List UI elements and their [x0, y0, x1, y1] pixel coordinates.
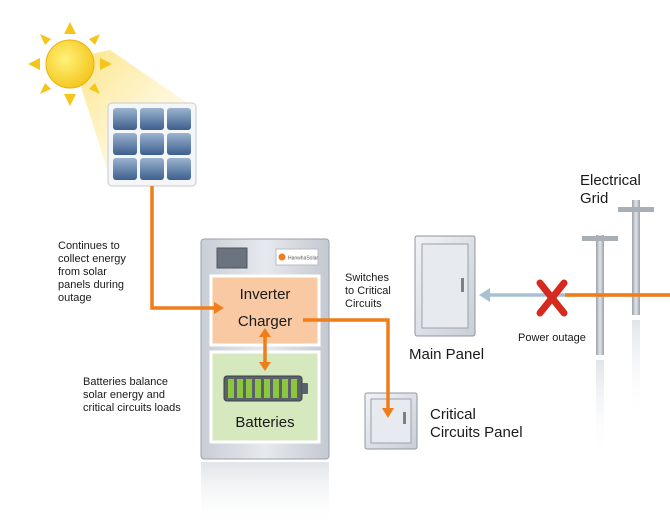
batteries-balance-label: Batteries balance solar energy and criti… — [83, 376, 181, 414]
sun-icon — [28, 22, 112, 106]
switches-label: Switches to Critical Circuits — [345, 272, 391, 310]
solar-to-inverter-arrow — [150, 186, 214, 310]
power-outage-label: Power outage — [518, 332, 586, 344]
brand-logo-icon — [278, 253, 286, 261]
main-panel-icon — [414, 235, 476, 337]
battery-icon — [223, 375, 308, 402]
x-mark-icon — [536, 279, 568, 317]
cabinet-reflection — [201, 462, 329, 528]
charger-label: Charger — [237, 313, 293, 330]
cabinet-display — [216, 247, 248, 269]
brand-badge — [275, 248, 319, 266]
continues-collecting-label: Continues to collect energy from solar p… — [58, 240, 126, 304]
utility-pole-icon — [582, 200, 654, 460]
critical-panel-icon — [364, 392, 418, 450]
charger-to-critical-arrow — [303, 318, 390, 408]
solar-panel-icon — [107, 102, 197, 187]
brand-name: HanwhaSolar — [288, 256, 318, 262]
critical-panel-label: Critical Circuits Panel — [430, 406, 523, 441]
batteries-label: Batteries — [235, 414, 295, 431]
inverter-label: Inverter — [239, 286, 291, 303]
electrical-grid-label: Electrical Grid — [580, 172, 641, 207]
flow-arrows — [150, 186, 670, 418]
main-panel-label: Main Panel — [409, 346, 485, 363]
